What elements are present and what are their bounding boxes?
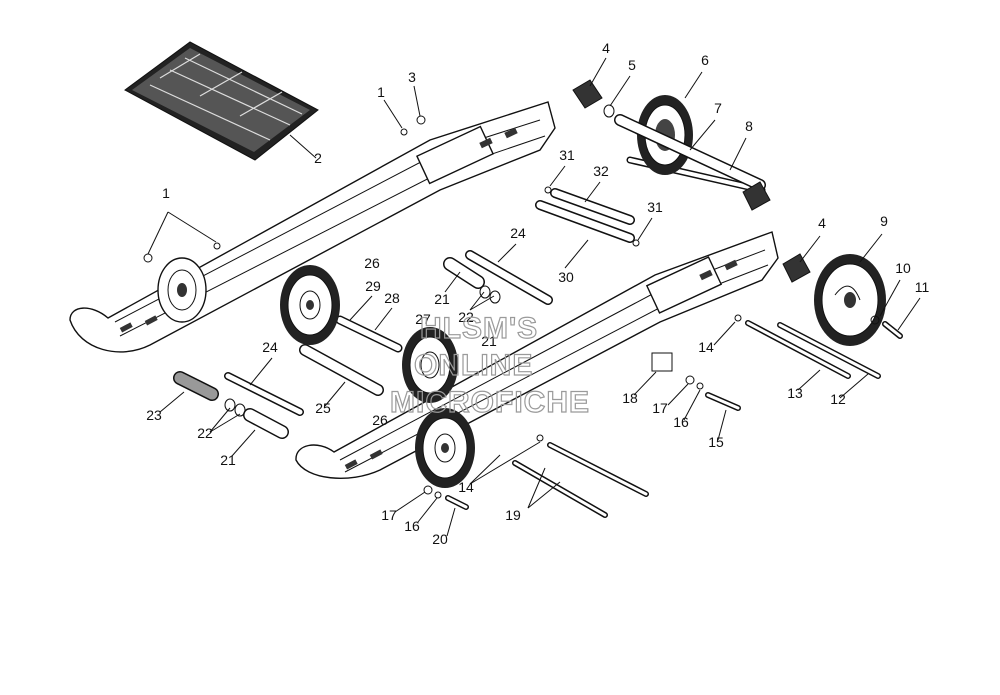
callout-11: 11 xyxy=(915,279,930,295)
callout-13: 13 xyxy=(787,385,803,401)
callout-6: 6 xyxy=(701,52,709,68)
callout-9: 9 xyxy=(880,213,888,229)
axle-hub-parts xyxy=(143,79,880,499)
callout-2: 2 xyxy=(314,150,322,166)
watermark: HLSM'S ONLINE MICROFICHE xyxy=(389,311,590,419)
callout-18: 18 xyxy=(622,390,638,406)
callout-14: 14 xyxy=(698,339,714,355)
svg-text:MICROFICHE: MICROFICHE xyxy=(390,386,590,419)
callout-20: 20 xyxy=(432,531,448,547)
callout-19: 19 xyxy=(505,507,521,523)
callout-21: 21 xyxy=(220,452,236,468)
callout-21: 21 xyxy=(481,333,497,349)
callout-29: 29 xyxy=(365,278,381,294)
svg-text:HLSM'S: HLSM'S xyxy=(420,312,538,345)
callout-26: 26 xyxy=(364,255,380,271)
cross-shafts xyxy=(173,156,903,518)
callout-10: 10 xyxy=(895,260,911,276)
callout-16: 16 xyxy=(673,414,689,430)
callout-17: 17 xyxy=(381,507,397,523)
callout-1: 1 xyxy=(162,185,170,201)
callout-24: 24 xyxy=(262,339,278,355)
callout-23: 23 xyxy=(146,407,162,423)
callout-15: 15 xyxy=(708,434,724,450)
callout-24: 24 xyxy=(510,225,526,241)
svg-text:ONLINE: ONLINE xyxy=(414,349,533,382)
callout-32: 32 xyxy=(593,163,609,179)
callout-5: 5 xyxy=(628,57,636,73)
callout-31: 31 xyxy=(647,199,663,215)
callout-14: 14 xyxy=(458,479,474,495)
callout-22: 22 xyxy=(458,309,474,325)
callout-21: 21 xyxy=(434,291,450,307)
callout-4: 4 xyxy=(818,215,826,231)
callout-31: 31 xyxy=(559,147,575,163)
rail-lower xyxy=(295,231,779,479)
callout-8: 8 xyxy=(745,118,753,134)
callout-26: 26 xyxy=(372,412,388,428)
callout-7: 7 xyxy=(714,100,722,116)
callout-28: 28 xyxy=(384,290,400,306)
callout-16: 16 xyxy=(404,518,420,534)
callout-3: 3 xyxy=(408,69,416,85)
callout-30: 30 xyxy=(558,269,574,285)
callout-22: 22 xyxy=(197,425,213,441)
callout-4: 4 xyxy=(602,40,610,56)
callout-12: 12 xyxy=(830,391,846,407)
slide-rail-assembly xyxy=(124,41,319,161)
callout-1: 1 xyxy=(377,84,385,100)
callout-17: 17 xyxy=(652,400,668,416)
leader-lines xyxy=(147,57,921,537)
callout-27: 27 xyxy=(415,311,431,327)
callout-25: 25 xyxy=(315,400,331,416)
